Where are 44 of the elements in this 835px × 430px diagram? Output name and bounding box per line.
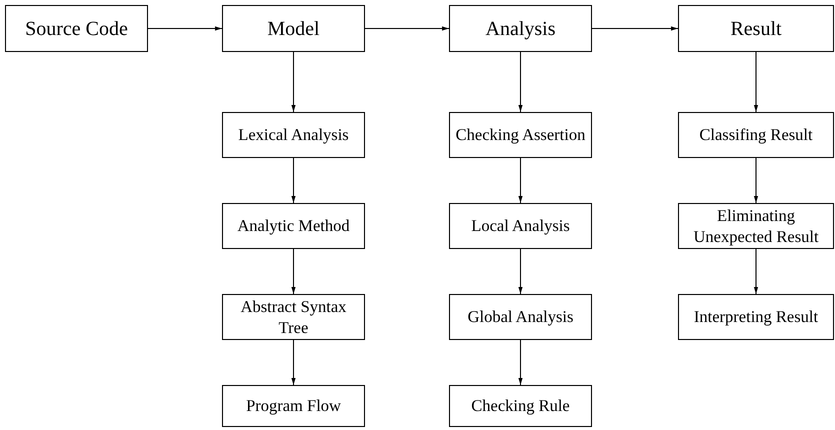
arrow: [291, 52, 296, 112]
arrow: [518, 340, 523, 386]
box-label: Checking Rule: [471, 395, 570, 417]
arrow: [592, 26, 678, 31]
box-label: Interpreting Result: [694, 306, 818, 328]
arrow: [291, 340, 296, 386]
arrow: [754, 52, 758, 112]
arrow: [364, 26, 450, 31]
box-label: Source Code: [25, 16, 128, 42]
arrow: [754, 248, 758, 294]
process-box: [222, 112, 365, 158]
box-label: Analytic Method: [237, 215, 350, 237]
arrow: [291, 158, 296, 204]
box-label: Result: [730, 16, 782, 42]
box-label: Eliminating Unexpected Result: [692, 204, 820, 248]
arrow: [291, 248, 296, 294]
process-box: [678, 203, 834, 249]
arrow: [518, 248, 523, 294]
process-box: [449, 112, 592, 158]
process-box: [449, 203, 592, 249]
box-label: Lexical Analysis: [238, 124, 349, 146]
process-box: [449, 294, 592, 340]
process-box: [678, 5, 834, 52]
box-label: Program Flow: [246, 395, 341, 417]
process-box: [5, 5, 148, 52]
process-box: [678, 112, 834, 158]
process-box: [678, 294, 834, 340]
process-box: [449, 385, 592, 427]
box-label: Analysis: [486, 16, 556, 42]
box-label: Global Analysis: [468, 306, 574, 328]
arrow: [148, 26, 222, 31]
process-box: [222, 203, 365, 249]
arrow: [518, 52, 523, 112]
box-label: Abstract Syntax Tree: [240, 296, 348, 338]
box-label: Classifing Result: [699, 124, 813, 146]
box-label: Checking Assertion: [456, 124, 586, 146]
process-box: [222, 5, 365, 52]
process-box: [222, 385, 365, 427]
arrow: [518, 158, 523, 204]
process-box: [222, 294, 365, 340]
box-label: Model: [267, 16, 320, 42]
arrow: [754, 158, 758, 204]
process-box: [449, 5, 592, 52]
box-label: Local Analysis: [471, 215, 570, 237]
